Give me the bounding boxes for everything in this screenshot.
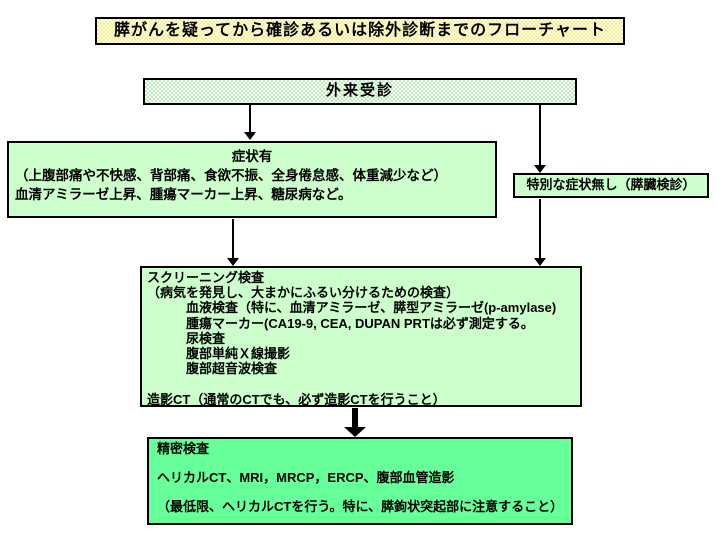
arrowhead-outpatient-to-symptomatic-icon <box>244 132 256 140</box>
arrowhead-nosymptom-to-screening-icon <box>534 258 546 266</box>
detailed-exam-line: 精密検査 <box>157 441 210 456</box>
screening-line: 血液検査（特に、血清アミラーゼ、膵型アミラーゼ(p-amylase) <box>147 300 557 316</box>
detailed-exam-line: ヘリカルCT、MRI，MRCP，ERCP、腹部血管造影 <box>157 470 455 485</box>
outpatient-visit-label: 外来受診 <box>325 82 394 99</box>
screening-node: スクリーニング検査 （病気を発見し、大まかにふるい分けるための検査） 血液検査（… <box>140 266 582 407</box>
flowchart-title-text: 膵がんを疑ってから確診あるいは除外診断までのフローチャート <box>113 22 607 39</box>
outpatient-visit-node: 外来受診 <box>143 78 577 105</box>
arrow-outpatient-to-nosymptom <box>539 105 541 165</box>
screening-line: 腹部単純Ｘ線撮影 <box>147 345 291 361</box>
arrow-nosymptom-to-screening <box>539 199 541 258</box>
detailed-exam-line <box>157 486 563 501</box>
screening-line: スクリーニング検査 <box>147 270 265 285</box>
screening-line: 腹部超音波検査 <box>147 361 278 377</box>
arrowhead-outpatient-to-nosymptom-icon <box>534 165 546 173</box>
detailed-exam-line <box>157 457 563 472</box>
arrowhead-screening-to-detailed-icon <box>344 427 366 437</box>
symptomatic-line: 症状有 <box>231 149 273 164</box>
flowchart-title: 膵がんを疑ってから確診あるいは除外診断までのフローチャート <box>95 17 625 45</box>
arrowhead-symptomatic-to-screening-icon <box>227 258 239 266</box>
arrow-screening-to-detailed <box>352 408 358 428</box>
arrow-symptomatic-to-screening <box>232 219 234 258</box>
screening-line: （病気を発見し、大まかにふるい分けるための検査） <box>147 285 460 301</box>
screening-line: 尿検査 <box>147 330 226 346</box>
detailed-exam-line: （最低限、ヘリカルCTを行う。特に、膵鉤状突起部に注意すること） <box>157 499 564 514</box>
no-symptoms-node: 特別な症状無し（膵臓検診） <box>513 173 709 198</box>
symptomatic-line: （上腹部痛や不快感、背部痛、食欲不振、全身倦怠感、体重減少など） <box>15 168 447 183</box>
symptomatic-line: 血清アミラーゼ上昇、腫瘍マーカー上昇、糖尿病など。 <box>15 187 352 202</box>
detailed-exam-node: 精密検査 ヘリカルCT、MRI，MRCP，ERCP、腹部血管造影 （最低限、ヘリ… <box>147 437 573 525</box>
arrow-outpatient-to-symptomatic <box>249 105 251 133</box>
symptomatic-node: 症状有 （上腹部痛や不快感、背部痛、食欲不振、全身倦怠感、体重減少など） 血清ア… <box>7 141 497 218</box>
screening-line: 腫瘍マーカー(CA19-9, CEA, DUPAN PRTは必ず測定する。 <box>147 315 534 331</box>
screening-line <box>147 376 575 391</box>
screening-line: 造影CT（通常のCTでも、必ず造影CTを行うこと） <box>147 391 446 407</box>
no-symptoms-label: 特別な症状無し（膵臓検診） <box>526 177 696 192</box>
